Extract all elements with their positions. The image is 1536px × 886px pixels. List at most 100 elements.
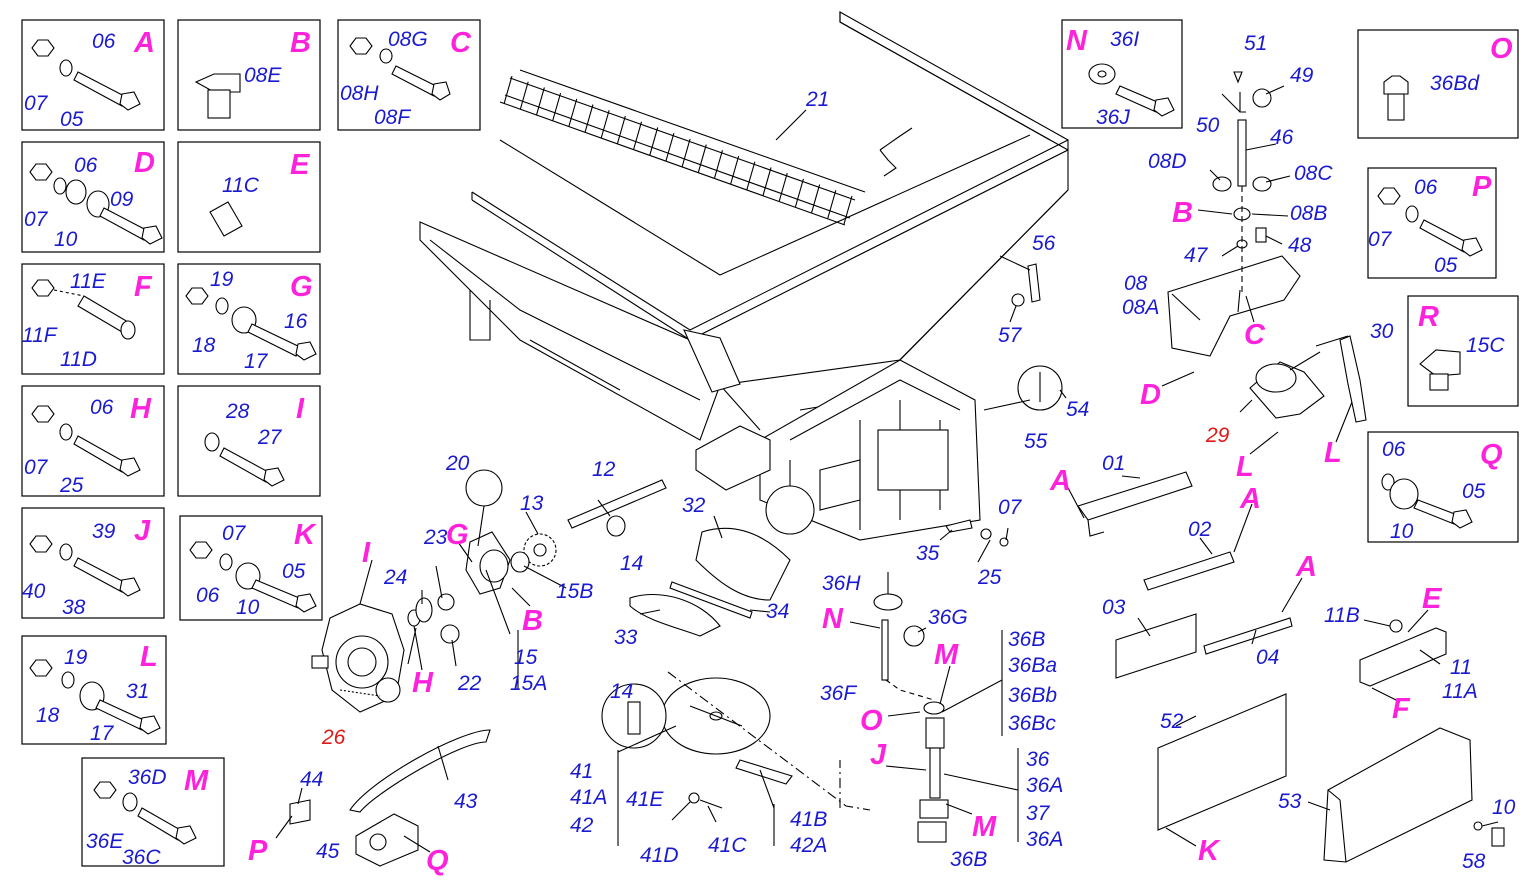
callout-15a: 15A bbox=[510, 672, 547, 695]
box-a-key: A bbox=[133, 27, 155, 59]
gearbox-29 bbox=[1249, 351, 1325, 419]
box-n-label-1: 36I bbox=[1110, 28, 1139, 51]
box-g-label-4: 16 bbox=[284, 310, 308, 333]
callout-36g: 36G bbox=[928, 606, 968, 629]
box-f-label-3: 11D bbox=[60, 348, 97, 371]
box-o-label-1: 36Bd bbox=[1430, 72, 1480, 95]
box-d-label-4: 09 bbox=[110, 188, 134, 211]
box-j-label-2: 40 bbox=[22, 580, 46, 603]
conveyor-slat bbox=[746, 161, 756, 190]
bearing-15b bbox=[510, 551, 530, 573]
box-p-label-2: 07 bbox=[1368, 228, 1393, 251]
key-i: I bbox=[362, 537, 371, 569]
box-d: 06 07 10 09 D bbox=[21, 141, 165, 253]
conveyor-slat bbox=[778, 172, 788, 202]
detail-circle-54 bbox=[1017, 365, 1063, 411]
callout-36bc: 36Bc bbox=[1008, 712, 1056, 735]
bracket-44 bbox=[289, 799, 311, 825]
key-n: N bbox=[822, 603, 844, 635]
conveyor-slat bbox=[827, 190, 837, 219]
spinner-shaft-36 bbox=[873, 593, 949, 843]
fin-41b bbox=[735, 759, 793, 785]
box-d-label-2: 07 bbox=[24, 208, 49, 231]
key-b: B bbox=[522, 605, 543, 637]
cover-53 bbox=[1323, 727, 1505, 863]
belt-43 bbox=[349, 729, 491, 813]
box-b: 08E B bbox=[177, 19, 321, 131]
box-e-label-1: 11C bbox=[222, 174, 260, 197]
conveyor-slat bbox=[697, 144, 707, 173]
callout-57: 57 bbox=[998, 324, 1023, 347]
box-r: 15C R bbox=[1407, 295, 1519, 407]
key-g: G bbox=[446, 519, 469, 551]
callout-36a-2: 36A bbox=[1026, 828, 1063, 851]
motor-26 bbox=[311, 603, 405, 713]
plate-03 bbox=[1115, 613, 1197, 679]
callout-23: 23 bbox=[423, 526, 448, 549]
callout-41: 41 bbox=[570, 760, 593, 783]
callout-12: 12 bbox=[592, 458, 616, 481]
box-r-label-1: 15C bbox=[1466, 334, 1505, 357]
box-o: 36Bd O bbox=[1357, 29, 1519, 139]
callout-22: 22 bbox=[457, 672, 482, 695]
callout-10: 10 bbox=[1492, 796, 1516, 819]
latch-35 bbox=[945, 519, 1009, 547]
box-l-key: L bbox=[140, 641, 158, 673]
callout-15: 15 bbox=[514, 646, 538, 669]
callout-21: 21 bbox=[805, 88, 829, 111]
callout-58: 58 bbox=[1462, 850, 1486, 873]
callout-29: 29 bbox=[1205, 424, 1230, 447]
key-q: Q bbox=[426, 845, 449, 877]
hopper-body bbox=[419, 11, 1069, 441]
box-i-key: I bbox=[296, 393, 305, 425]
box-l-label-3: 17 bbox=[90, 722, 115, 745]
conveyor-slat bbox=[794, 178, 804, 208]
conveyor-chain-21 bbox=[499, 69, 866, 226]
callout-41e: 41E bbox=[626, 788, 664, 811]
callout-54: 54 bbox=[1066, 398, 1089, 421]
callout-36f: 36F bbox=[820, 682, 857, 705]
box-j-label-1: 39 bbox=[92, 520, 116, 543]
box-m: 36D 36E 36C M bbox=[81, 757, 225, 869]
box-i-label-1: 28 bbox=[225, 400, 250, 423]
plate-01 bbox=[1077, 471, 1193, 537]
panel-52 bbox=[1157, 693, 1287, 831]
box-p: 06 07 05 P bbox=[1367, 167, 1497, 279]
conveyor-slat bbox=[762, 167, 772, 196]
box-k-key: K bbox=[294, 519, 317, 551]
box-n-label-2: 36J bbox=[1096, 106, 1130, 129]
key-d: D bbox=[1140, 379, 1161, 411]
key-a-2: A bbox=[1239, 483, 1261, 515]
key-c: C bbox=[1244, 319, 1266, 351]
plate-04 bbox=[1203, 617, 1293, 655]
box-n: 36I 36J N bbox=[1061, 19, 1183, 129]
conveyor-slat bbox=[584, 104, 594, 133]
key-p: P bbox=[248, 835, 268, 867]
box-p-label-3: 05 bbox=[1434, 254, 1458, 277]
arm-30 bbox=[1339, 335, 1367, 423]
box-m-label-2: 36E bbox=[86, 830, 124, 853]
box-q-label-2: 10 bbox=[1390, 520, 1414, 543]
box-a-label-1: 06 bbox=[92, 30, 116, 53]
conveyor-slat bbox=[519, 81, 529, 110]
box-a-label-3: 05 bbox=[60, 108, 84, 131]
callout-25: 25 bbox=[977, 566, 1002, 589]
callout-34: 34 bbox=[766, 600, 789, 623]
box-f-label-1: 11E bbox=[70, 270, 107, 293]
box-j: 39 40 38 J bbox=[21, 507, 165, 619]
rod-34 bbox=[669, 581, 753, 619]
callout-02: 02 bbox=[1188, 518, 1212, 541]
box-c-label-2: 08H bbox=[340, 82, 379, 105]
deflector-32 bbox=[695, 527, 791, 601]
box-e-key: E bbox=[290, 149, 311, 181]
callout-48: 48 bbox=[1288, 234, 1312, 257]
box-f-label-2: 11F bbox=[22, 324, 58, 347]
key-b-2: B bbox=[1172, 197, 1193, 229]
key-e: E bbox=[1422, 583, 1443, 615]
callout-41b: 41B bbox=[790, 808, 827, 831]
callout-35: 35 bbox=[916, 542, 940, 565]
callout-51: 51 bbox=[1244, 32, 1267, 55]
callout-32: 32 bbox=[682, 494, 706, 517]
deflector-33 bbox=[629, 594, 721, 637]
box-l-label-1: 19 bbox=[64, 646, 88, 669]
